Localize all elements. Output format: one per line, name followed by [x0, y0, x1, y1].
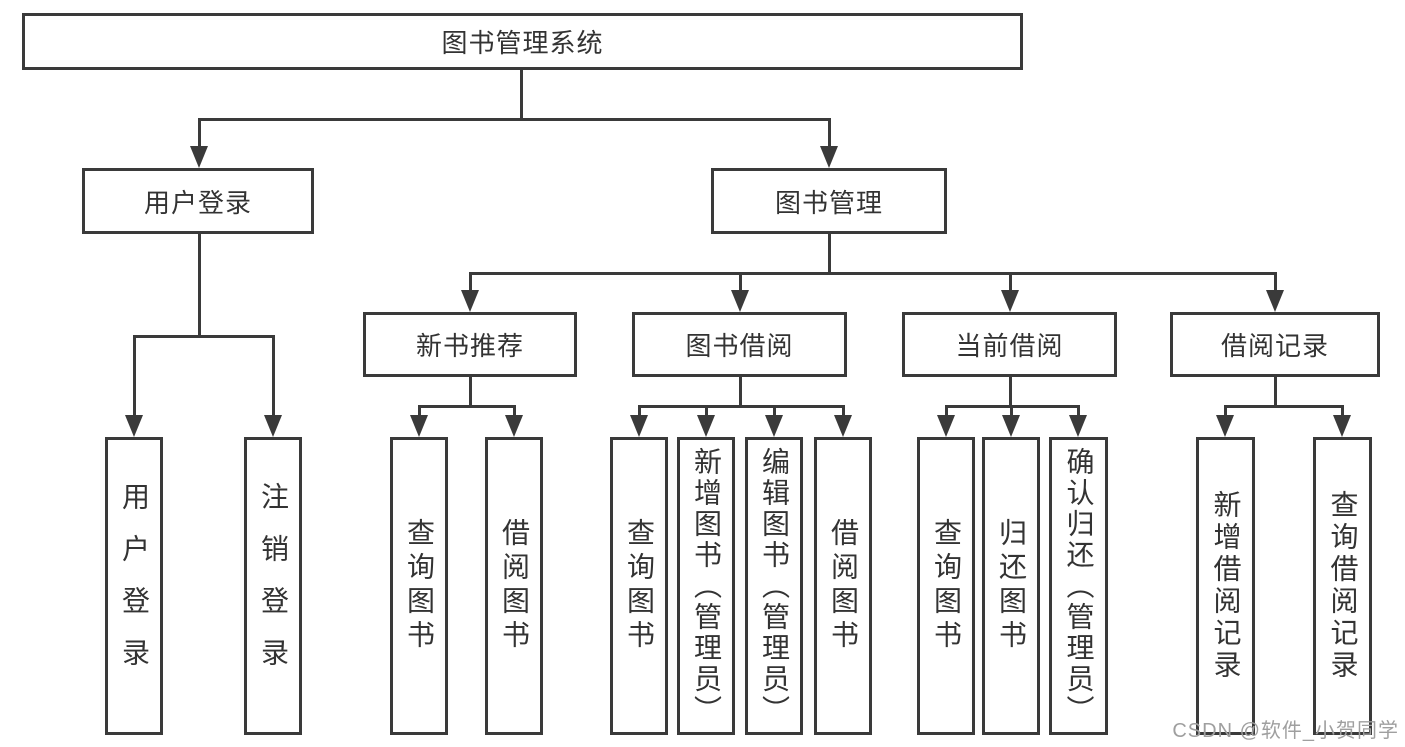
arrow-down-icon	[1216, 415, 1234, 437]
arrow-down-icon	[1002, 415, 1020, 437]
arrow-down-icon	[410, 415, 428, 437]
node-label: 当前借阅	[955, 331, 1064, 361]
node-book-borrow: 图书借阅	[632, 312, 847, 377]
connector-borrow-drop-4	[841, 405, 845, 417]
node-library-management-system: 图书管理系统	[22, 13, 1023, 70]
arrow-down-icon	[1333, 415, 1351, 437]
connector-borrow-drop-3	[772, 405, 776, 417]
arrow-down-icon	[1266, 290, 1284, 312]
connector-recommend-drop-2	[512, 405, 516, 417]
arrow-down-icon	[1001, 290, 1019, 312]
node-borrow-records: 借阅记录	[1170, 312, 1380, 377]
arrow-down-icon	[731, 290, 749, 312]
node-leaf-query-books-2: 查询图书	[610, 437, 668, 735]
connector-current-drop-3	[1076, 405, 1080, 417]
connector-recommend-rail	[417, 405, 516, 408]
connector-login-stem	[197, 234, 201, 338]
node-label: 用户登录	[143, 187, 252, 218]
node-label: 查询图书	[404, 518, 435, 654]
connector-records-drop-2	[1340, 405, 1344, 417]
node-leaf-logout: 注销登录	[244, 437, 302, 735]
csdn-watermark: CSDN @软件_小贺同学	[1172, 720, 1399, 742]
node-leaf-add-books-admin: 新增图书（管理员）	[677, 437, 735, 735]
node-label: 新增借阅记录	[1210, 490, 1242, 682]
arrow-down-icon	[630, 415, 648, 437]
node-label: 编辑图书（管理员）	[759, 446, 790, 726]
connector-bookmgmt-drop-1	[468, 272, 472, 292]
arrow-down-icon	[505, 415, 523, 437]
node-label: 借阅图书	[499, 518, 530, 654]
node-leaf-user-login: 用户登录	[105, 437, 163, 735]
connector-recommend-drop-1	[417, 405, 421, 417]
arrow-down-icon	[697, 415, 715, 437]
node-leaf-edit-books-admin: 编辑图书（管理员）	[745, 437, 803, 735]
arrow-down-icon	[834, 415, 852, 437]
connector-root-drop-right	[827, 118, 831, 148]
connector-borrow-stem	[738, 377, 742, 408]
node-leaf-return-books: 归还图书	[982, 437, 1040, 735]
node-label: 确认归还（管理员）	[1063, 446, 1095, 726]
connector-login-drop-2	[271, 335, 275, 417]
node-user-login-group: 用户登录	[82, 168, 314, 234]
node-leaf-confirm-return-admin: 确认归还（管理员）	[1049, 437, 1108, 735]
arrow-down-icon	[264, 415, 282, 437]
node-label: 注销登录	[258, 482, 289, 690]
arrow-down-icon	[820, 146, 838, 168]
connector-login-drop-1	[132, 335, 136, 417]
arrow-down-icon	[461, 290, 479, 312]
arrow-down-icon	[125, 415, 143, 437]
connector-root-drop-left	[197, 118, 201, 148]
node-book-management: 图书管理	[711, 168, 947, 234]
connector-borrow-rail	[637, 405, 845, 408]
connector-borrow-drop-1	[637, 405, 641, 417]
connector-current-stem	[1008, 377, 1012, 408]
connector-root-stem	[519, 70, 523, 121]
connector-bookmgmt-rail	[468, 272, 1277, 275]
connector-records-rail	[1223, 405, 1344, 408]
node-current-borrow: 当前借阅	[902, 312, 1117, 377]
node-label: 借阅记录	[1220, 331, 1329, 361]
node-label: 图书管理	[774, 187, 883, 218]
node-label: 查询图书	[624, 518, 655, 654]
node-leaf-borrow-books-1: 借阅图书	[485, 437, 543, 735]
node-leaf-query-books-1: 查询图书	[390, 437, 448, 735]
node-leaf-query-borrow-record: 查询借阅记录	[1313, 437, 1372, 735]
node-label: 新书推荐	[415, 331, 524, 361]
connector-bookmgmt-drop-3	[1008, 272, 1012, 292]
connector-current-drop-1	[944, 405, 948, 417]
arrow-down-icon	[765, 415, 783, 437]
node-leaf-add-borrow-record: 新增借阅记录	[1196, 437, 1255, 735]
connector-bookmgmt-drop-2	[738, 272, 742, 292]
node-label: 图书借阅	[685, 331, 794, 361]
connector-current-drop-2	[1009, 405, 1013, 417]
node-leaf-query-books-3: 查询图书	[917, 437, 975, 735]
node-label: 查询借阅记录	[1327, 490, 1359, 682]
connector-records-stem	[1273, 377, 1277, 408]
connector-bookmgmt-stem	[827, 233, 831, 275]
arrow-down-icon	[190, 146, 208, 168]
node-leaf-borrow-books-2: 借阅图书	[814, 437, 872, 735]
node-label: 新增图书（管理员）	[691, 446, 722, 726]
node-label: 归还图书	[996, 518, 1027, 654]
node-label: 查询图书	[931, 518, 962, 654]
node-label: 用户登录	[119, 482, 150, 690]
arrow-down-icon	[937, 415, 955, 437]
node-new-book-recommend: 新书推荐	[363, 312, 577, 377]
connector-borrow-drop-2	[704, 405, 708, 417]
connector-bookmgmt-drop-4	[1273, 272, 1277, 292]
arrow-down-icon	[1069, 415, 1087, 437]
node-label: 图书管理系统	[441, 28, 604, 58]
connector-root-rail	[197, 118, 831, 121]
connector-recommend-stem	[468, 377, 472, 408]
node-label: 借阅图书	[828, 518, 859, 654]
connector-login-rail	[132, 335, 275, 338]
connector-records-drop-1	[1223, 405, 1227, 417]
